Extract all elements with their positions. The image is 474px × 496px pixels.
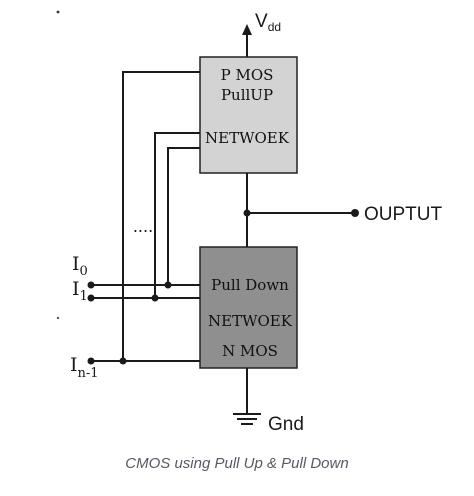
vdd-arrow xyxy=(242,24,252,35)
figure-caption: CMOS using Pull Up & Pull Down xyxy=(125,455,349,472)
input-1-junction xyxy=(151,294,159,302)
inputs-ellipsis: .... xyxy=(133,217,153,236)
ground-icon xyxy=(233,413,261,425)
input-1-terminal xyxy=(87,294,95,302)
input-n1-terminal xyxy=(87,357,95,365)
vdd-label: Vdd xyxy=(255,11,281,34)
nmos-network-label: NETWOEK xyxy=(208,312,293,330)
pmos-pullup-block xyxy=(199,56,298,174)
stray-dot xyxy=(56,10,60,14)
junctions xyxy=(87,209,359,365)
input-n1-junction xyxy=(119,357,127,365)
input-0-terminal xyxy=(87,281,95,289)
output-label: OUPTUT xyxy=(364,204,443,225)
nmos-label: N MOS xyxy=(222,342,278,360)
output-terminal xyxy=(351,209,359,217)
input-0-label: I0 xyxy=(72,253,88,279)
input-1-label: I1 xyxy=(72,278,88,304)
pulldown-label: Pull Down xyxy=(211,276,289,294)
input-n1-label: In-1 xyxy=(70,354,99,381)
input-0-pullup-wire xyxy=(167,147,200,285)
nmos-pulldown-block xyxy=(199,246,298,369)
input-n1-pullup-wire xyxy=(122,71,200,361)
pullup-label: PullUP xyxy=(221,86,273,104)
gnd-label: Gnd xyxy=(268,414,304,435)
pmos-label: P MOS xyxy=(221,66,274,84)
input-1-pullup-wire xyxy=(154,132,200,298)
stray-dot xyxy=(56,316,60,320)
pmos-network-label: NETWOEK xyxy=(205,129,290,147)
input-0-junction xyxy=(164,281,172,289)
output-junction xyxy=(243,209,251,217)
